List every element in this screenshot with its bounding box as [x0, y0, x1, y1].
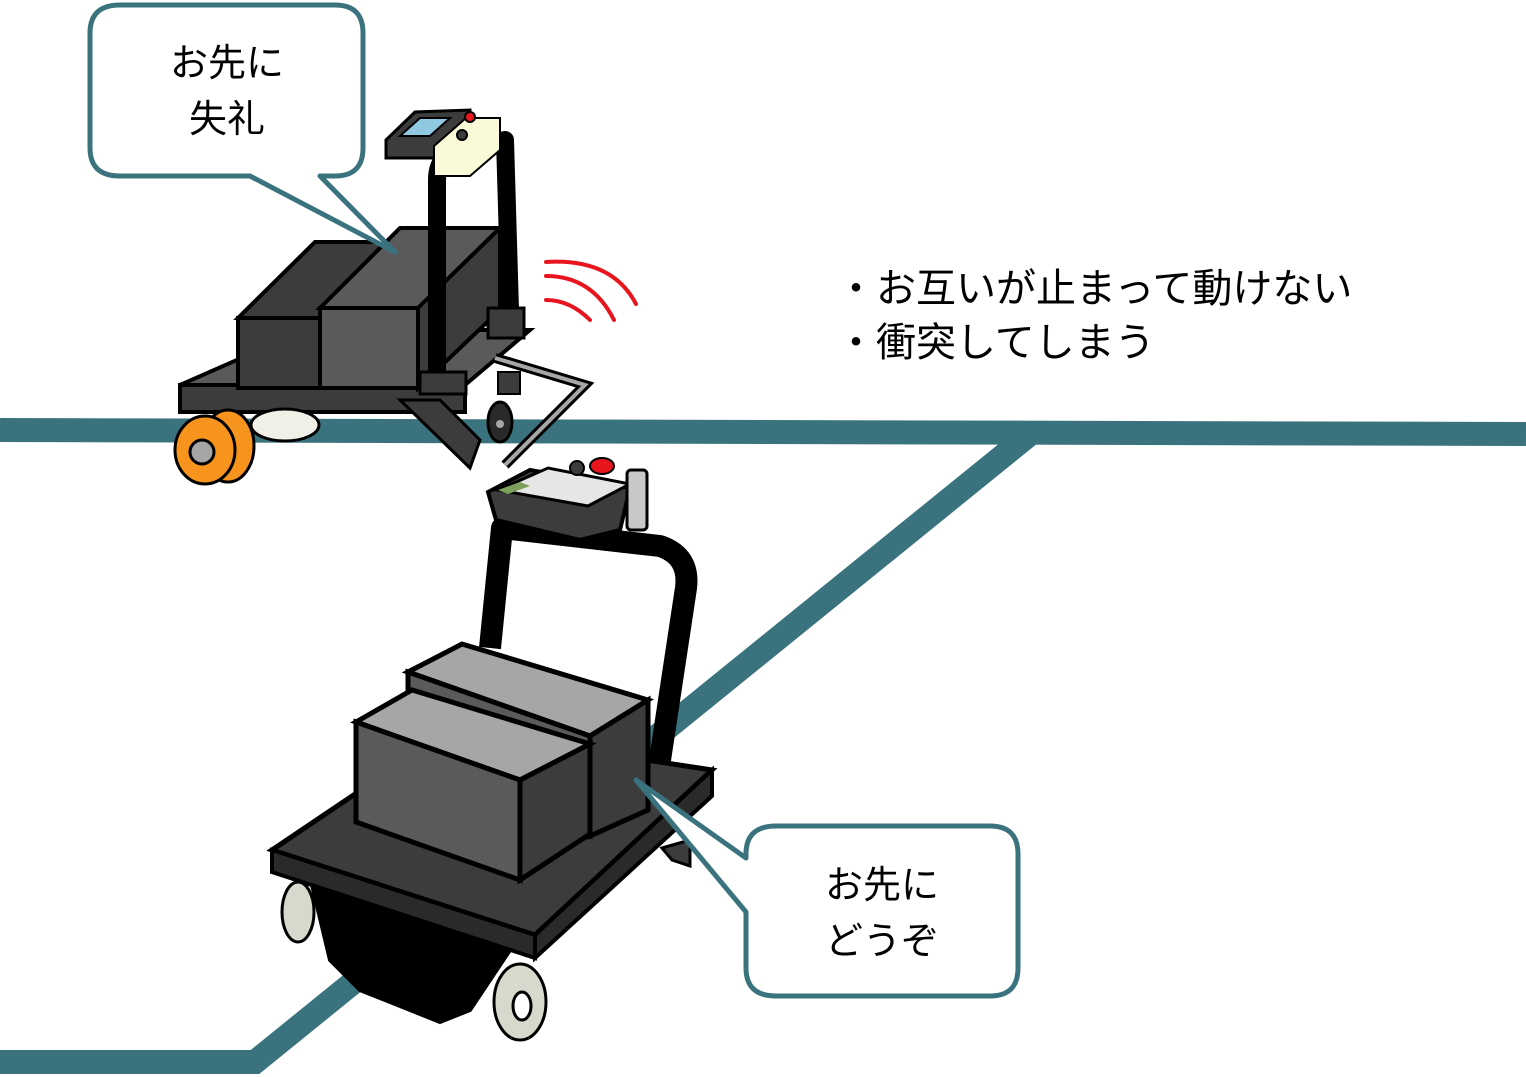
problem-notes: ・お互いが止まって動けない ・衝突してしまう: [836, 266, 1352, 366]
robot-bottom-lamp: [625, 468, 649, 532]
robot-top-handle-foot2: [486, 306, 526, 340]
speech-bubble-top-line1: お先に: [170, 41, 284, 85]
track-diagonal: [0, 424, 1038, 1074]
robot-bottom-knob: [569, 460, 585, 476]
speech-bubble-bottom-shape: [633, 777, 1021, 999]
note-item-1: ・衝突してしまう: [836, 320, 1155, 366]
robot-top-caster-mount: [497, 371, 521, 395]
speech-bubble-bottom-line1: お先に: [825, 863, 939, 907]
speech-bubble-bottom: お先に どうぞ: [633, 777, 1021, 999]
robot-bottom-right-wheel-hub: [511, 990, 533, 1022]
robot-top-box1-front: [236, 316, 327, 390]
robot-bottom-box-front-side: [517, 739, 593, 885]
robot-top-red-button: [464, 111, 476, 123]
robot-bottom-caster: [659, 838, 692, 869]
robot-bottom: [266, 457, 718, 1042]
note-item-0: ・お互いが止まって動けない: [836, 266, 1352, 312]
speech-bubble-top: お先に 失礼: [87, 2, 398, 255]
robot-bottom-panel-top-accent: [498, 482, 530, 494]
robot-top-caster-hub: [496, 420, 504, 428]
robot-bottom-handle: [479, 517, 698, 762]
robot-top: [173, 108, 595, 486]
speech-bubble-bottom-line2: どうぞ: [825, 919, 939, 963]
signal-waves-icon: [544, 259, 638, 322]
robot-top-screen: [397, 117, 453, 137]
robot-top-knob: [456, 129, 468, 141]
robot-bottom-left-wheel: [280, 880, 316, 944]
speech-bubble-top-line2: 失礼: [189, 97, 265, 141]
robot-top-box2-front: [318, 306, 420, 390]
robot-top-handle-foot: [418, 370, 468, 396]
robot-top-arm: [396, 398, 482, 471]
speech-bubble-top-shape: [87, 2, 398, 255]
robot-top-bumper-inner: [494, 356, 589, 467]
robot-top-drive-wheel-hub: [188, 438, 216, 466]
robot-bottom-emergency-stop: [589, 457, 615, 475]
robot-top-rear-wheel: [249, 407, 321, 443]
